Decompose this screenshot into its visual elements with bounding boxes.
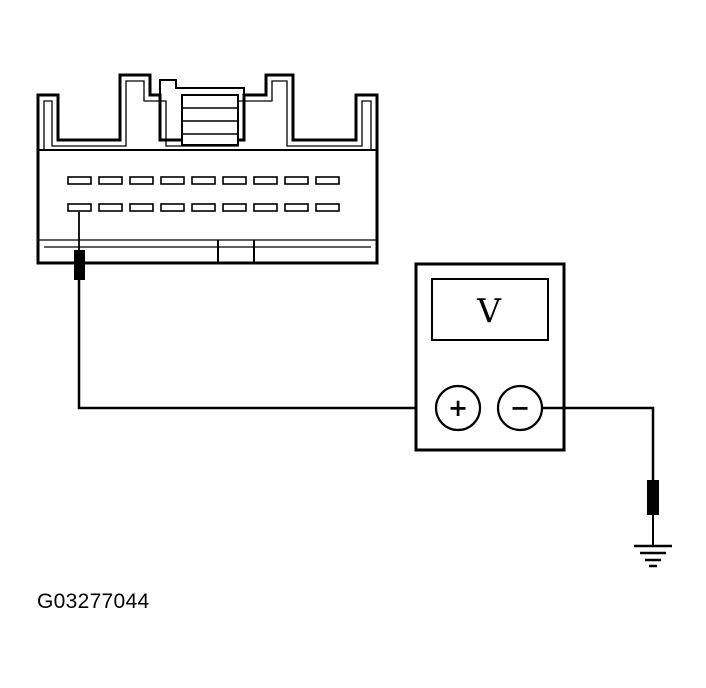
negative-test-lead <box>542 406 659 546</box>
pin-cavity <box>98 203 123 212</box>
ground-clip <box>647 480 659 515</box>
connector-pin-cavities <box>67 176 340 212</box>
pin-cavity <box>222 176 247 185</box>
pin-cavity <box>129 176 154 185</box>
negative-terminal-symbol: − <box>510 393 530 422</box>
pin-cavity <box>315 176 340 185</box>
ground-icon <box>634 544 672 568</box>
positive-terminal <box>434 384 482 432</box>
figure-id: G03277044 <box>37 590 150 613</box>
connector <box>36 73 379 265</box>
pin-cavity <box>284 176 309 185</box>
pin-cavity <box>67 203 92 212</box>
pin-cavity <box>253 203 278 212</box>
pin-cavity <box>160 176 185 185</box>
probe-tip <box>74 250 85 280</box>
voltmeter-symbol: V <box>476 291 502 330</box>
pin-cavity <box>315 203 340 212</box>
pin-cavity <box>222 203 247 212</box>
pin-cavity <box>284 203 309 212</box>
ground-wire <box>542 406 655 480</box>
connector-latch-body <box>181 94 239 146</box>
pin-cavity <box>129 203 154 212</box>
lead-wire <box>77 280 436 410</box>
connector-latch <box>159 79 245 95</box>
pin-cavity <box>253 176 278 185</box>
pin-cavity <box>98 176 123 185</box>
voltmeter: V + − <box>414 262 566 452</box>
pin-cavity <box>160 203 185 212</box>
positive-terminal-symbol: + <box>448 393 468 422</box>
positive-test-lead <box>74 212 436 410</box>
voltmeter-display <box>431 278 549 341</box>
pin-cavity <box>191 176 216 185</box>
pin-cavity <box>67 176 92 185</box>
pin-cavity <box>191 203 216 212</box>
